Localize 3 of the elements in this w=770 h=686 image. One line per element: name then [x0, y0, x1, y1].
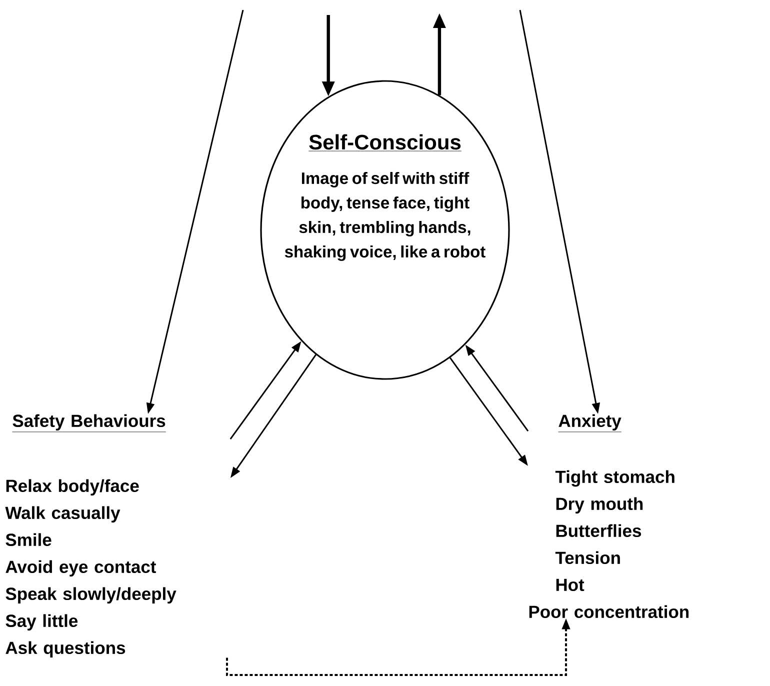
- ellipse-node: Self-Conscious Image of self with stiff body, tense face, tight skin, trembling hands, shaking voice, like a robot: [260, 80, 510, 380]
- text-list: Anxiety Tight stomach Dry mouth Butterflies Tension Hot Poor concentration: [529, 414, 689, 618]
- text-list: Safety Behaviours Relax body/face Walk casually Smile Avoid eye contact Speak slowly/deeply Say little Ask questions: [5, 414, 176, 658]
